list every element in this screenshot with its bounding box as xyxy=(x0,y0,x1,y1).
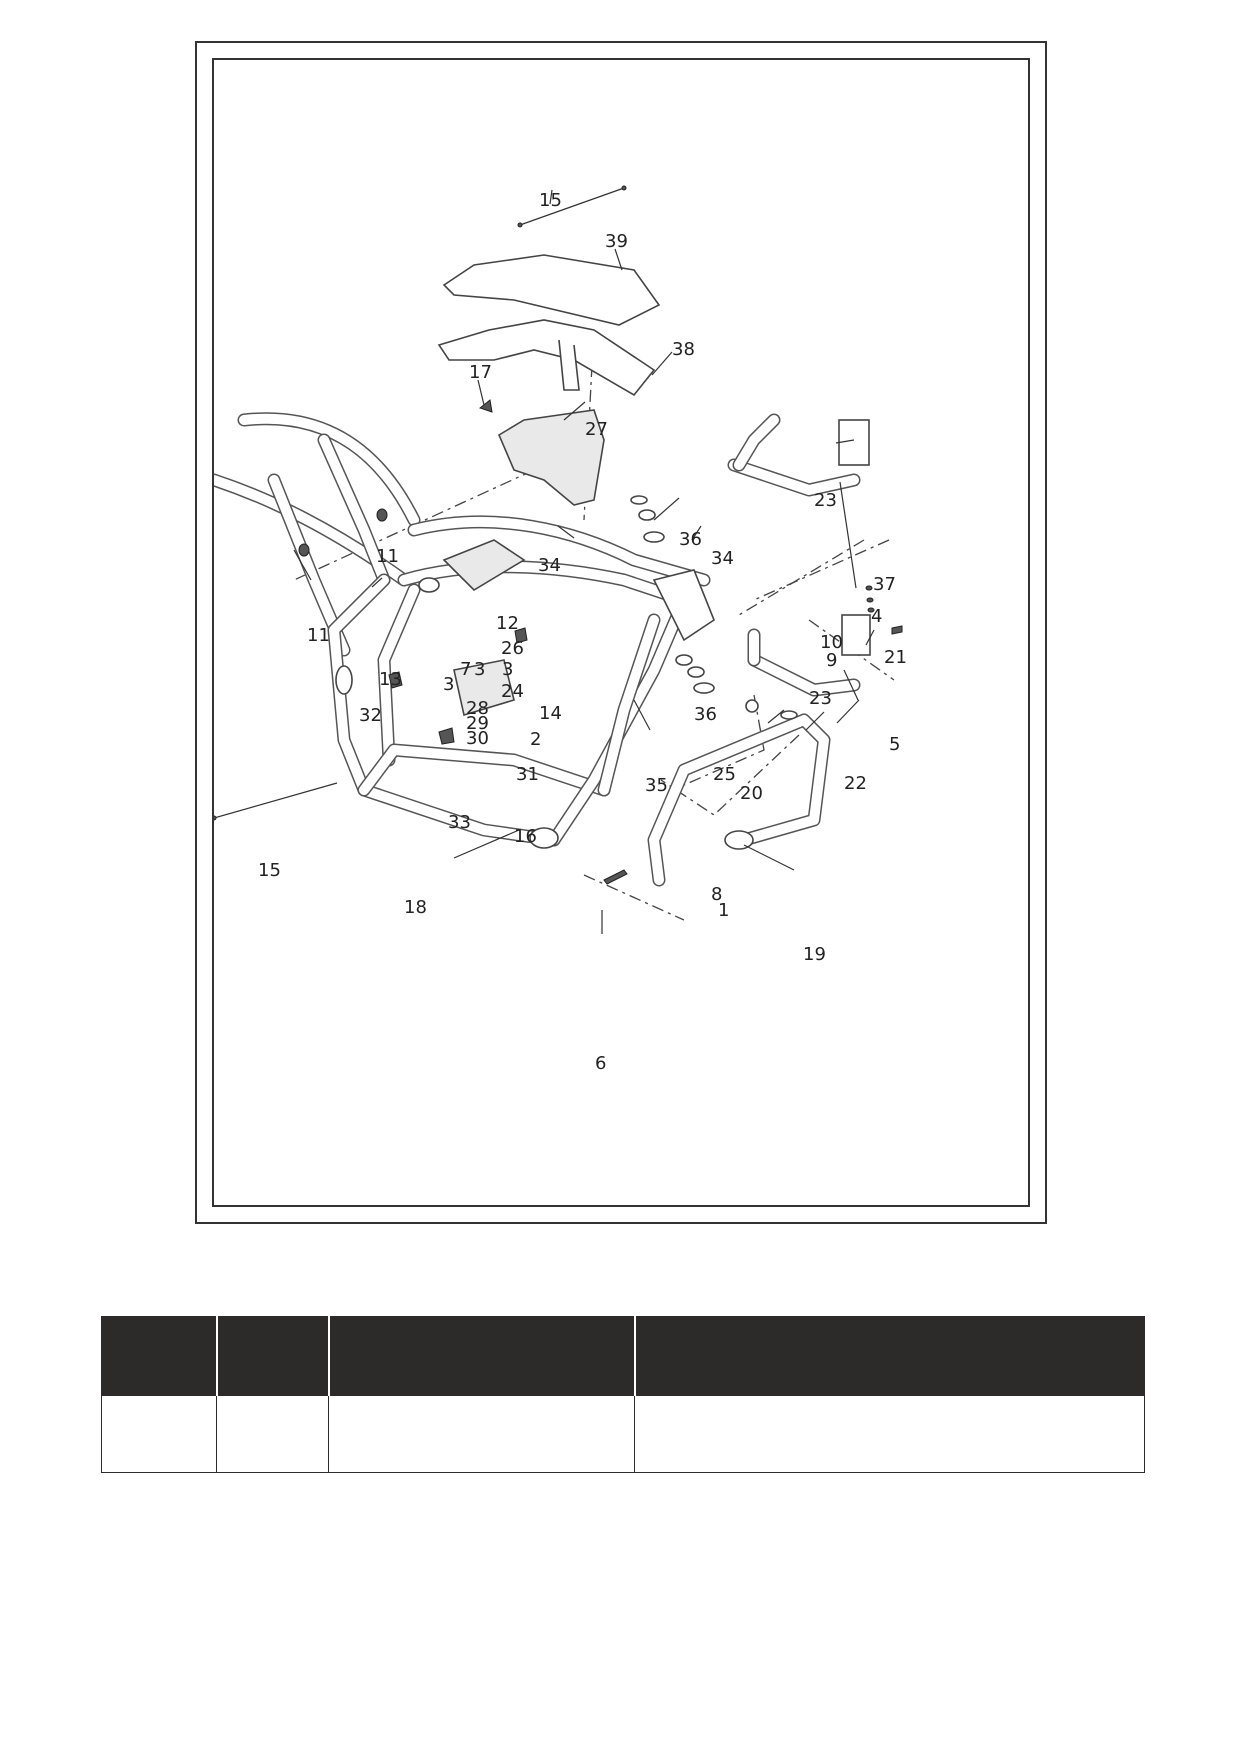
callout-15: 15 xyxy=(258,860,281,881)
parts-table-header-row xyxy=(101,1316,1145,1396)
callout-3: 3 xyxy=(443,674,454,695)
callout-1: 1 xyxy=(718,900,729,921)
engine-guard-19 xyxy=(647,713,831,887)
callout-23: 23 xyxy=(809,688,832,709)
callout-23: 23 xyxy=(814,490,837,511)
main-frame xyxy=(327,515,715,849)
callout-14: 14 xyxy=(539,703,562,724)
table-header-cell xyxy=(327,1316,635,1396)
callout-8: 8 xyxy=(711,884,722,905)
callout-11: 11 xyxy=(376,546,399,567)
frame-exploded-diagram: 15 39 38 17 27 23 36 34 34 37 11 11 12 2… xyxy=(214,185,907,1074)
table-cell xyxy=(328,1395,635,1473)
table-header-cell xyxy=(215,1316,329,1396)
table-header-cell xyxy=(633,1316,1145,1396)
diagram-inner-border xyxy=(212,58,1030,1207)
callout-30: 30 xyxy=(466,728,489,749)
callout-20: 20 xyxy=(740,783,763,804)
rear-frame-section xyxy=(214,412,421,657)
callout-19: 19 xyxy=(803,944,826,965)
callout-34: 34 xyxy=(538,555,561,576)
callout-18: 18 xyxy=(404,897,427,918)
callout-15: 15 xyxy=(539,190,562,211)
callout-28: 28 xyxy=(466,698,489,719)
callout-22: 22 xyxy=(844,773,867,794)
callout-34: 34 xyxy=(711,548,734,569)
callout-32: 32 xyxy=(359,705,382,726)
callout-2: 2 xyxy=(530,729,541,750)
callout-38: 38 xyxy=(672,339,695,360)
callout-6: 6 xyxy=(595,1053,606,1074)
callout-37: 37 xyxy=(873,574,896,595)
callout-33: 33 xyxy=(448,812,471,833)
callout-35: 35 xyxy=(645,775,668,796)
callout-26: 26 xyxy=(501,638,524,659)
mount-bracket-22 xyxy=(747,614,871,697)
callout-31: 31 xyxy=(516,764,539,785)
callout-25: 25 xyxy=(713,764,736,785)
callout-labels: 15 39 38 17 27 23 36 34 34 37 11 11 12 2… xyxy=(258,190,907,1074)
hardware-parts xyxy=(298,399,903,885)
callout-5: 5 xyxy=(889,734,900,755)
callout-29: 29 xyxy=(466,713,489,734)
callout-9: 9 xyxy=(826,650,837,671)
table-row xyxy=(101,1395,1145,1473)
callout-16: 16 xyxy=(514,826,537,847)
callout-4: 4 xyxy=(871,606,882,627)
callout-13: 13 xyxy=(379,669,402,690)
callout-3: 3 xyxy=(502,659,513,680)
table-cell xyxy=(101,1395,217,1473)
callout-7: 7 xyxy=(460,659,471,680)
table-cell xyxy=(216,1395,329,1473)
callout-11: 11 xyxy=(307,625,330,646)
callout-39: 39 xyxy=(605,231,628,252)
mount-bracket-37 xyxy=(727,413,870,497)
diagram-outer-border xyxy=(195,41,1047,1224)
top-bracket-38 xyxy=(437,319,656,397)
callout-36: 36 xyxy=(694,704,717,725)
leader-lines xyxy=(214,185,875,934)
callout-24: 24 xyxy=(501,681,524,702)
parts-table xyxy=(101,1316,1145,1473)
table-cell xyxy=(634,1395,1145,1473)
callout-10: 10 xyxy=(820,632,843,653)
top-cover-39 xyxy=(442,254,661,326)
callout-36: 36 xyxy=(679,529,702,550)
callout-17: 17 xyxy=(469,362,492,383)
side-cover-27 xyxy=(497,409,605,506)
table-header-cell xyxy=(101,1316,217,1396)
callout-3: 3 xyxy=(474,659,485,680)
callout-21: 21 xyxy=(884,647,907,668)
callout-27: 27 xyxy=(585,419,608,440)
callout-12: 12 xyxy=(496,613,519,634)
